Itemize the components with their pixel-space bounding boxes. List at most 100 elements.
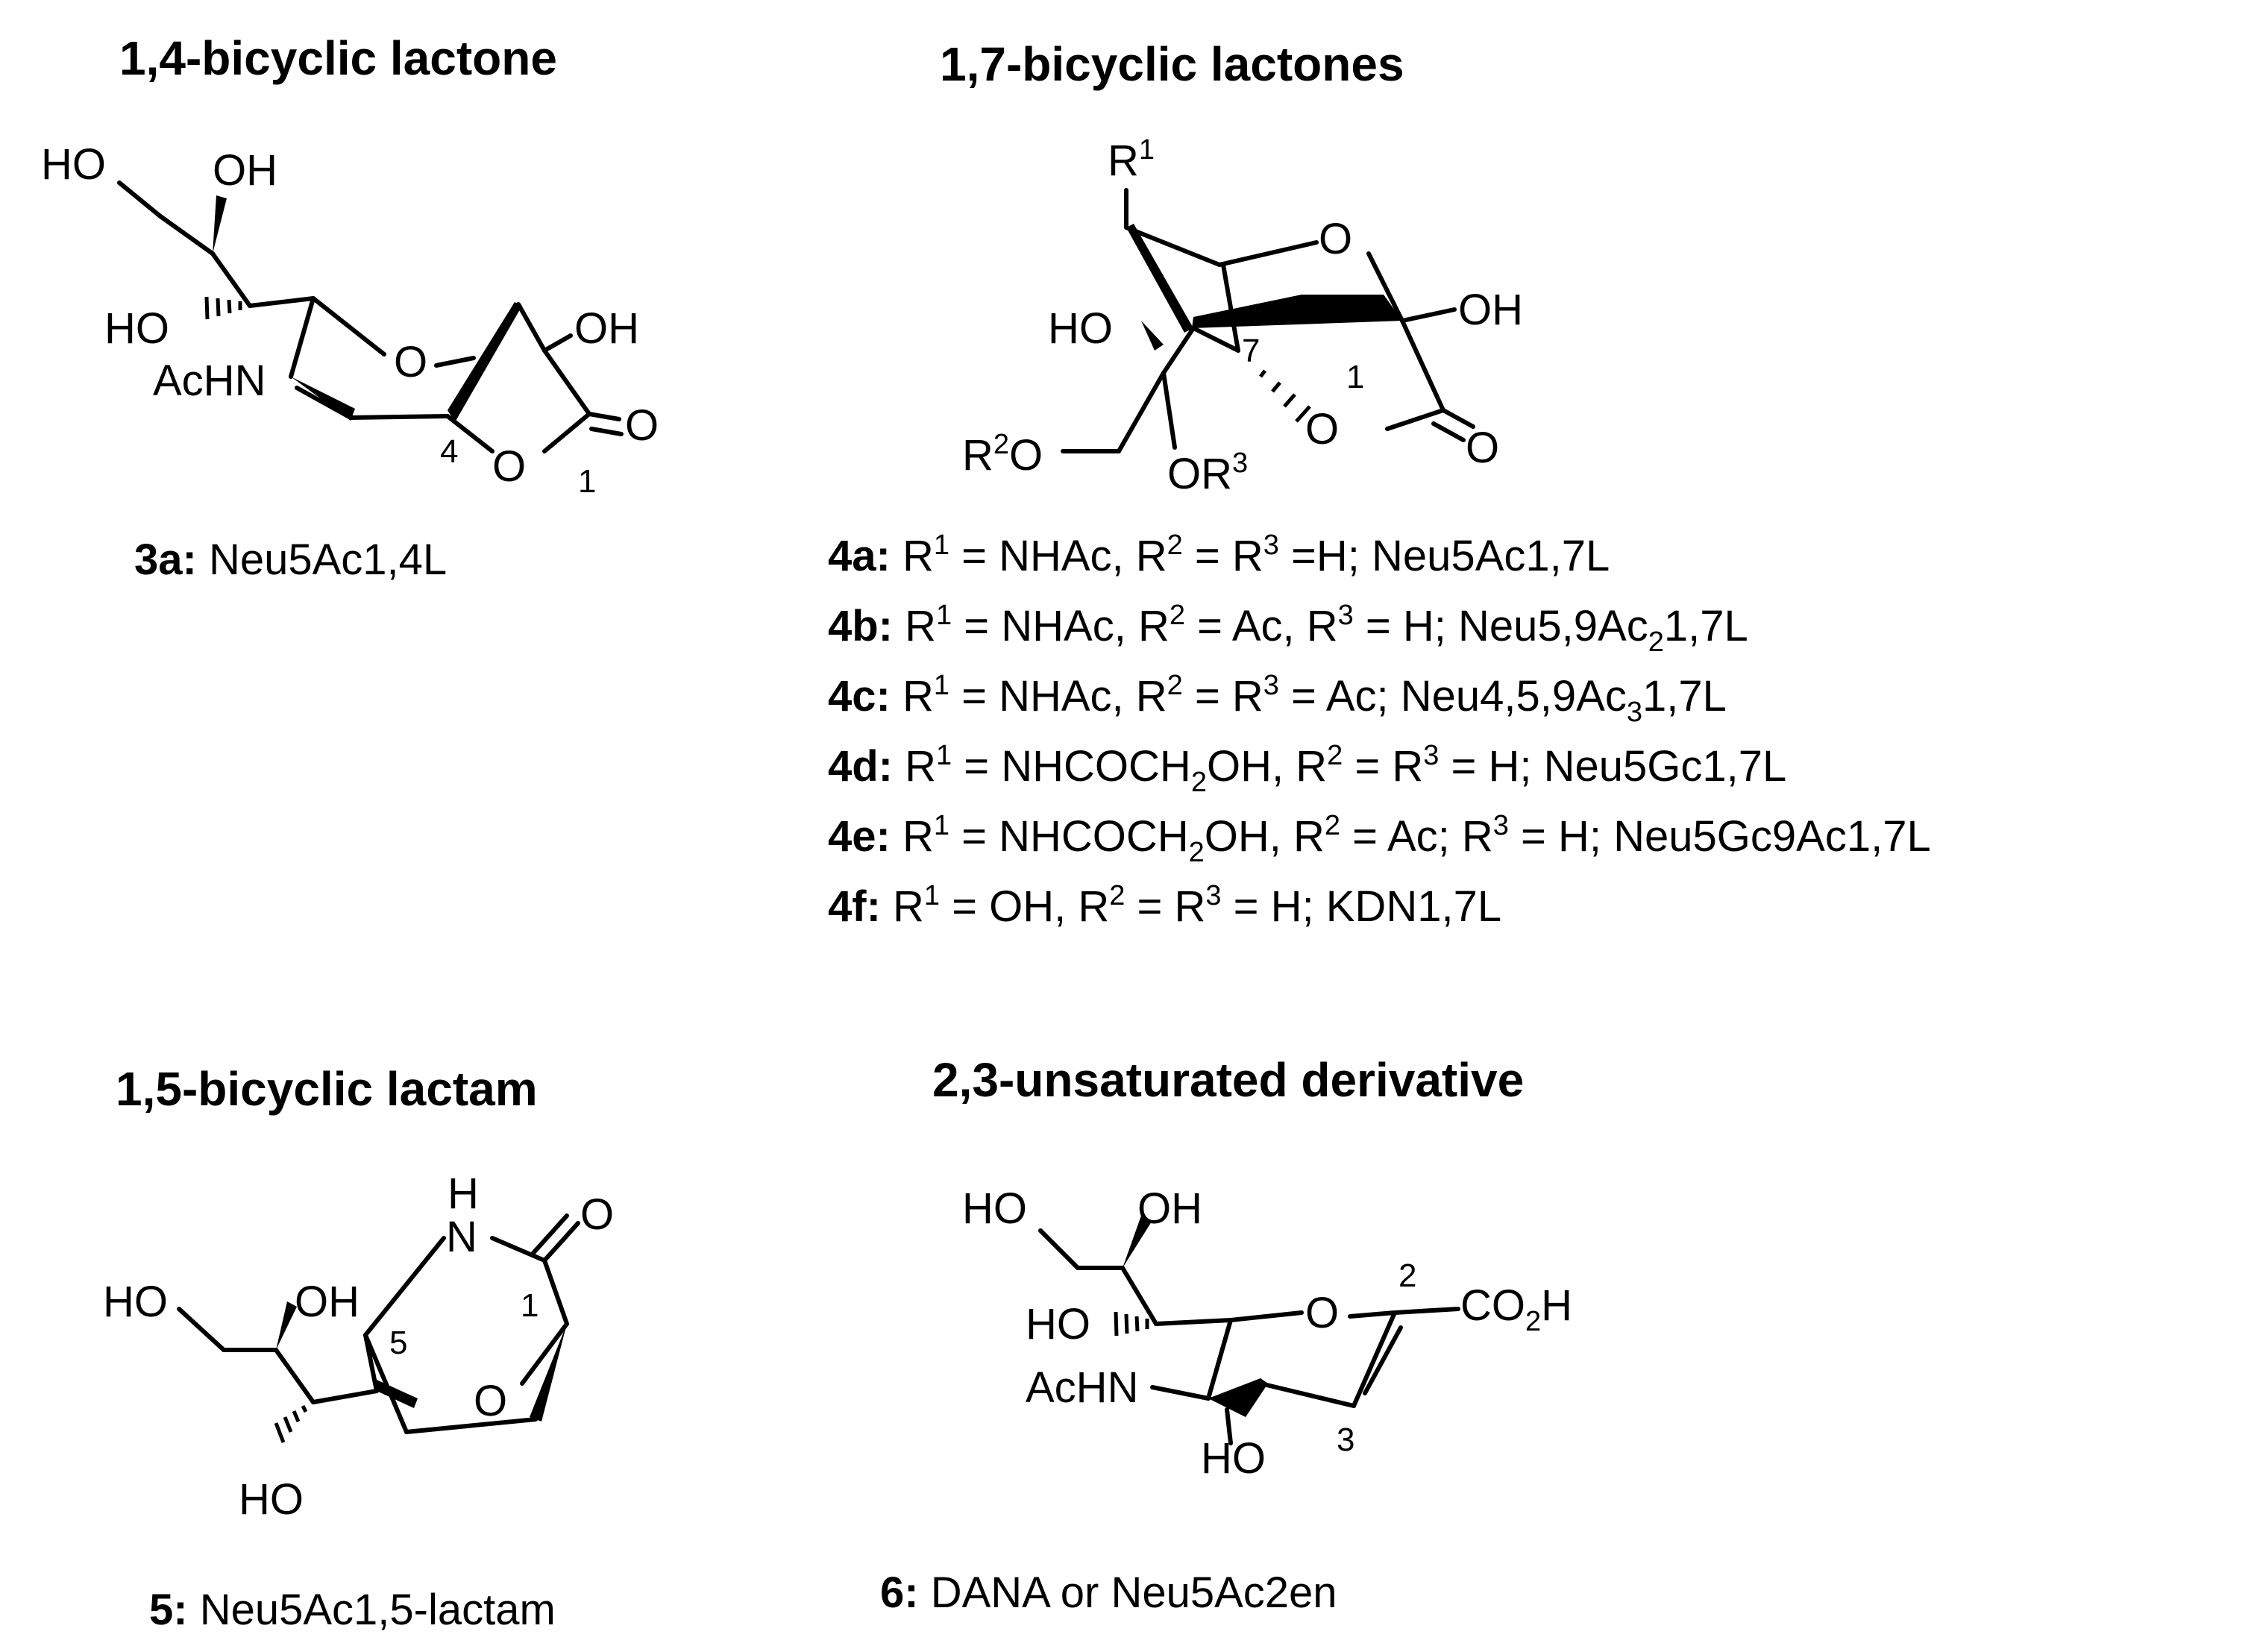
panel-unsaturated-2-3: 2,3-unsaturated derivative HO OH HO AcHN…	[880, 1053, 1572, 1617]
bond	[311, 1389, 379, 1404]
label-oh: OH	[1137, 1184, 1202, 1233]
compound-line: 4e: R1 = NHCOCH2OH, R2 = Ac; R3 = H; Neu…	[828, 810, 1931, 868]
label-carbonyl-o: O	[1466, 424, 1499, 472]
bond	[1120, 1266, 1158, 1326]
label-co2h: CO2H	[1460, 1281, 1572, 1337]
heading-unsaturated-2-3: 2,3-unsaturated derivative	[932, 1053, 1524, 1107]
bond	[289, 296, 316, 379]
bond	[210, 251, 252, 308]
compound-line: 4b: R1 = NHAc, R2 = Ac, R3 = H; Neu5,9Ac…	[828, 600, 1748, 658]
bond	[1225, 1407, 1233, 1445]
label-ho: HO	[962, 1184, 1027, 1233]
bond	[311, 296, 386, 357]
bond	[542, 1221, 580, 1263]
label-ho: HO	[104, 304, 169, 353]
bond	[1221, 263, 1240, 353]
bond	[434, 356, 476, 368]
bond	[1393, 1307, 1460, 1315]
bond	[490, 1236, 547, 1263]
bond	[1400, 307, 1457, 323]
wedge-bond	[276, 1301, 297, 1350]
label-lactone-o: O	[1305, 405, 1339, 453]
panel-lactone-1-4: 1,4-bicyclic lactone HO OH HO AcHN	[41, 31, 659, 584]
label-ho: HO	[1201, 1434, 1266, 1483]
wedge-bond	[213, 195, 227, 254]
bond	[542, 348, 591, 416]
label-r2o: R2O	[962, 429, 1043, 480]
label-ho: HO	[41, 140, 106, 189]
label-ho: HO	[103, 1278, 168, 1326]
bond	[531, 1213, 569, 1255]
label-n: N	[446, 1213, 477, 1261]
bond	[1366, 251, 1404, 323]
label-lactone-o: O	[492, 442, 526, 491]
hashed-bond	[1259, 369, 1311, 423]
compound-id: 4e:	[828, 812, 902, 861]
bond	[348, 414, 450, 420]
label-position: 1	[1346, 359, 1364, 395]
label-position: 1	[521, 1287, 539, 1324]
bond	[404, 1417, 538, 1434]
bond	[295, 386, 353, 420]
bond	[1400, 318, 1445, 412]
label-oh: OH	[1458, 286, 1523, 334]
wedge-bond	[530, 1324, 567, 1422]
bond	[1150, 1385, 1211, 1401]
bond	[542, 412, 591, 453]
wedge-bond	[1123, 1216, 1152, 1268]
label-achn: AcHN	[153, 357, 266, 405]
bond	[1191, 326, 1240, 353]
heading-lactone-1-4: 1,4-bicyclic lactone	[119, 31, 557, 85]
bond	[1431, 421, 1466, 442]
wedge-bond	[377, 1380, 418, 1408]
caption-5: 5: Neu5Ac1,5-lactam	[149, 1586, 556, 1634]
bold-bond	[1192, 295, 1402, 328]
caption-6: 6: DANA or Neu5Ac2en	[880, 1568, 1337, 1617]
label-position: 1	[578, 463, 596, 500]
label-ho: HO	[1048, 304, 1113, 353]
bond	[587, 412, 621, 421]
label-oh: OH	[295, 1278, 360, 1326]
compound-id: 6:	[880, 1568, 919, 1617]
compound-id: 4b:	[828, 602, 905, 650]
bond	[363, 1236, 446, 1337]
compound-name: DANA or Neu5Ac2en	[931, 1568, 1337, 1617]
bond	[542, 333, 573, 353]
label-ring-o: O	[1305, 1289, 1339, 1337]
label-h: H	[448, 1169, 479, 1218]
label-carbonyl-o: O	[625, 401, 659, 450]
compound-name: Neu5Ac1,5-lactam	[200, 1586, 556, 1634]
bond	[1154, 1318, 1233, 1326]
hashed-bond	[274, 1404, 308, 1443]
label-carbonyl-o: O	[580, 1190, 614, 1239]
hashed-bond	[1114, 1311, 1149, 1337]
bond	[589, 427, 624, 436]
bond	[177, 1307, 226, 1352]
heading-lactam-1-5: 1,5-bicyclic lactam	[116, 1062, 538, 1116]
compound-list: 4a: R1 = NHAc, R2 = R3 =H; Neu5Ac1,7L4b:…	[828, 530, 1931, 931]
label-ho: HO	[1026, 1300, 1090, 1348]
bond	[516, 302, 547, 353]
compound-name: Neu5Ac1,4L	[209, 536, 447, 584]
wedge-bond	[1126, 224, 1193, 333]
label-position: 3	[1337, 1422, 1354, 1458]
label-ring-o: O	[474, 1377, 507, 1425]
bond	[1206, 1318, 1233, 1401]
bond	[363, 1333, 409, 1434]
label-oh: OH	[574, 304, 639, 353]
bond	[520, 1322, 569, 1386]
bond	[1258, 1381, 1356, 1408]
bond	[1385, 408, 1445, 431]
compound-id: 3a:	[134, 536, 197, 584]
label-position: 4	[440, 433, 458, 470]
bond	[1038, 1228, 1080, 1270]
hashed-bond	[204, 296, 242, 320]
bond	[445, 414, 495, 453]
compound-id: 4f:	[828, 882, 893, 931]
heading-lactones-1-7: 1,7-bicyclic lactones	[940, 37, 1404, 91]
label-position: 5	[389, 1325, 407, 1361]
bond	[1352, 1310, 1397, 1408]
label-achn: AcHN	[1026, 1363, 1138, 1412]
caption-3a: 3a: Neu5Ac1,4L	[134, 536, 447, 584]
